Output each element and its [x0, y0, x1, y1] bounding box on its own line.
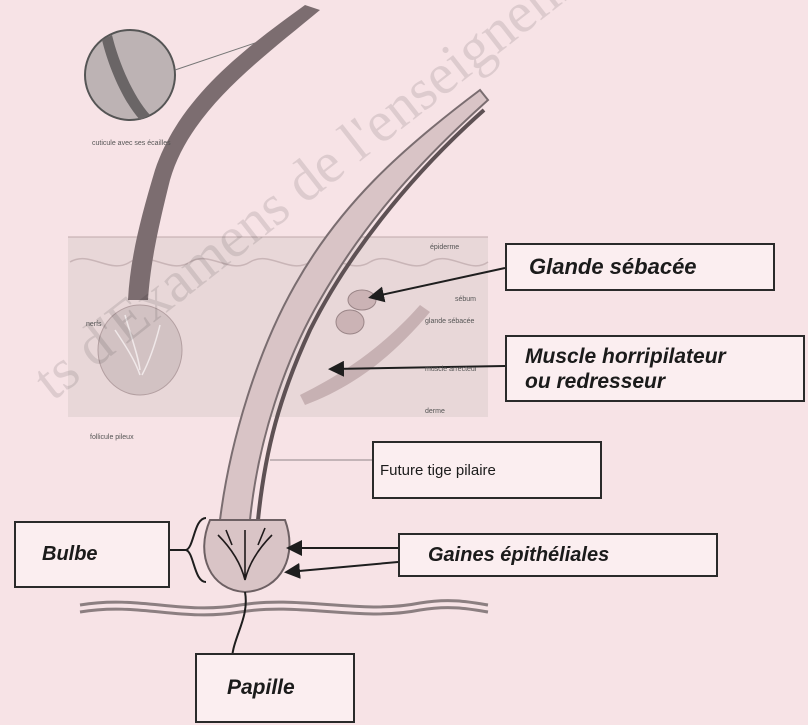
glande-label: Glande sébacée — [505, 243, 775, 291]
muscle-label-line1: Muscle horripilateur — [525, 344, 726, 369]
gaines-label: Gaines épithéliales — [398, 533, 718, 577]
label-follicule: follicule pileux — [90, 434, 134, 441]
sebaceous-gland — [348, 290, 376, 310]
gaines-arrow-bottom — [288, 562, 398, 572]
bulbe-label: Bulbe — [14, 521, 170, 588]
label-glande-sebacee: glande sébacée — [425, 318, 474, 325]
left-follicle-bulb — [98, 305, 182, 395]
muscle-label: Muscle horripilateur ou redresseur — [505, 335, 805, 402]
sebaceous-gland-lobe — [336, 310, 364, 334]
label-muscle-small: muscle arrecteur — [425, 366, 477, 373]
bulbe-bracket — [186, 518, 206, 582]
papille-label: Papille — [195, 653, 355, 723]
label-cuticule: cuticule avec ses écailles — [92, 140, 171, 147]
future-label: Future tige pilaire — [372, 441, 602, 499]
blood-vessel-top — [80, 601, 488, 608]
right-bulb — [204, 520, 289, 592]
blood-vessel-bottom — [80, 608, 488, 615]
label-derme: derme — [425, 408, 445, 415]
label-nerfs: nerfs — [86, 321, 102, 328]
label-epiderme: épiderme — [430, 244, 459, 251]
label-sebum: sébum — [455, 296, 476, 303]
muscle-label-line2: ou redresseur — [525, 369, 665, 394]
